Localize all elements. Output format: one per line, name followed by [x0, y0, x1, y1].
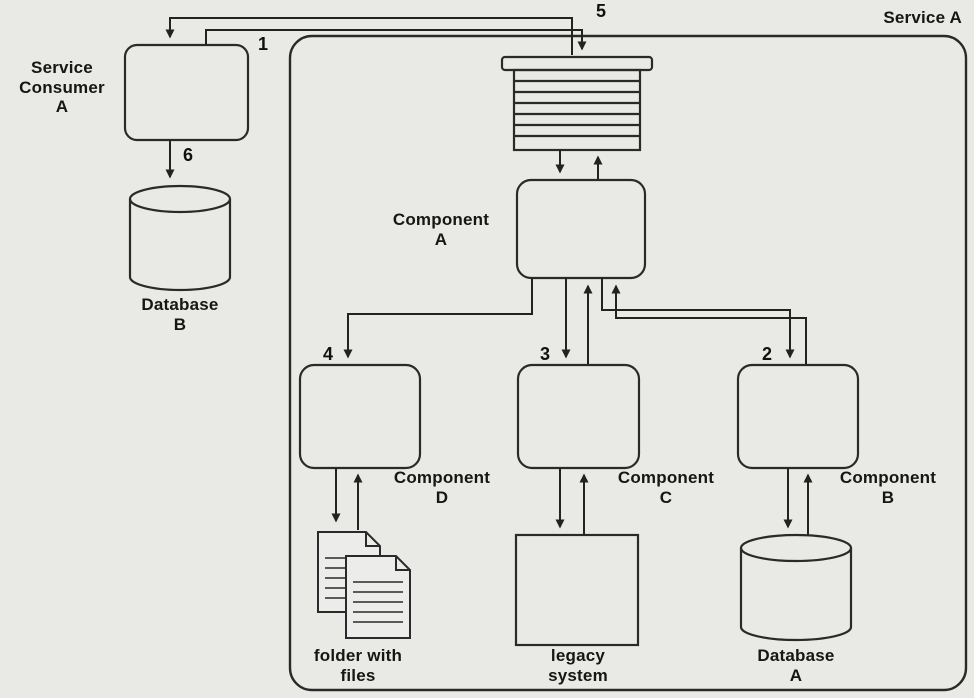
legacy-system-box [514, 533, 640, 647]
component-b-label: Component B [839, 468, 937, 507]
arrows-queue-component-a [555, 150, 603, 180]
component-c-label: Component C [617, 468, 715, 507]
service-a-label-text: Service A [883, 8, 962, 27]
arrow-5-queue-to-consumer [165, 17, 573, 55]
arrow-number-5: 5 [596, 1, 607, 21]
arrow-number-6: 6 [183, 145, 194, 165]
component-c-box [516, 363, 641, 470]
component-a-box [515, 178, 647, 280]
arrows-2-a-and-b [601, 278, 807, 365]
database-a-cylinder [739, 533, 853, 642]
database-b-label: Database B [141, 295, 219, 334]
arrows-b-and-database-a [783, 468, 813, 535]
component-d-box [298, 363, 422, 470]
service-a-boundary [288, 34, 968, 692]
component-a-label: Component A [392, 210, 490, 249]
arrow-number-1: 1 [258, 34, 269, 54]
folder-files-icon [317, 531, 411, 639]
component-b-box [736, 363, 860, 470]
service-consumer-a-label: Service Consumer A [19, 58, 105, 117]
component-d-label: Component D [393, 468, 491, 507]
database-a-label: Database A [757, 646, 835, 685]
arrows-d-and-folder [331, 468, 363, 530]
folder-with-files-label: folder with files [313, 646, 403, 685]
arrow-1-consumer-to-queue [205, 29, 587, 51]
arrow-4-a-to-d [343, 278, 533, 359]
service-a-label: Service A [790, 8, 962, 28]
service-consumer-a-box [123, 43, 250, 142]
arrow-number-4: 4 [323, 344, 334, 364]
legacy-system-label: legacy system [548, 646, 608, 685]
arrows-3-a-and-c [561, 278, 593, 365]
arrow-number-2: 2 [762, 344, 773, 364]
database-b-cylinder [128, 184, 232, 292]
message-queue-icon [500, 55, 654, 152]
arrow-number-3: 3 [540, 344, 551, 364]
arrows-c-and-legacy [555, 468, 589, 535]
